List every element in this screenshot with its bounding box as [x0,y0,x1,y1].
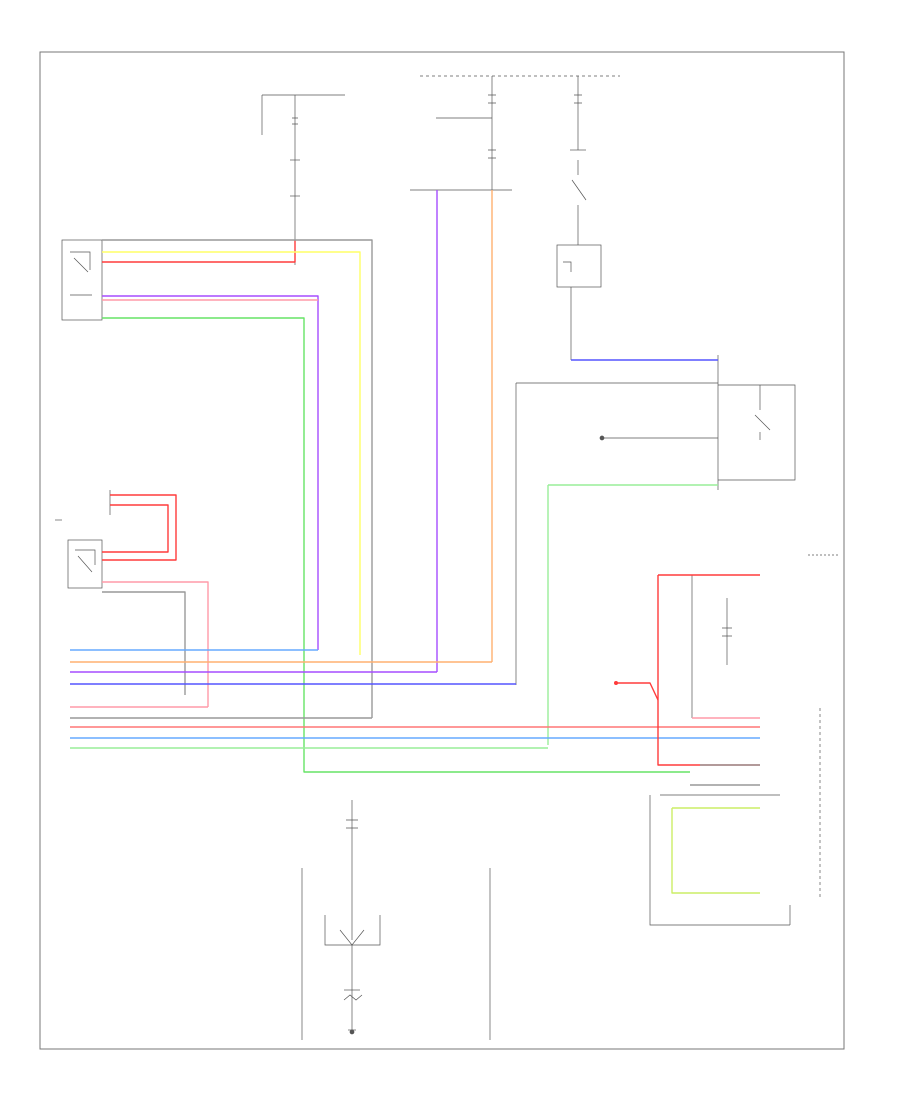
wire-green-top [102,317,690,773]
left-relay [55,490,111,589]
compressor-clutch [301,800,491,1040]
wire-red-top [102,240,296,263]
wire-pink-left [102,581,209,707]
diagram-border [39,51,845,1050]
right-components [515,355,840,926]
wire-red-right-down [657,575,760,766]
fuse-box-center [410,75,620,360]
wire-yellow-top [102,251,361,655]
ac-compressor-relay [61,239,103,321]
wire-red-short [616,682,659,701]
wire-yellowgreen-loop [671,808,760,894]
wiring [70,190,760,894]
wire-red-left-loop2 [102,504,169,553]
wire-violet-top [102,295,319,650]
wire-black-top [102,239,373,718]
wire-red-left-loop [102,494,177,561]
wire-black-left [102,591,186,695]
